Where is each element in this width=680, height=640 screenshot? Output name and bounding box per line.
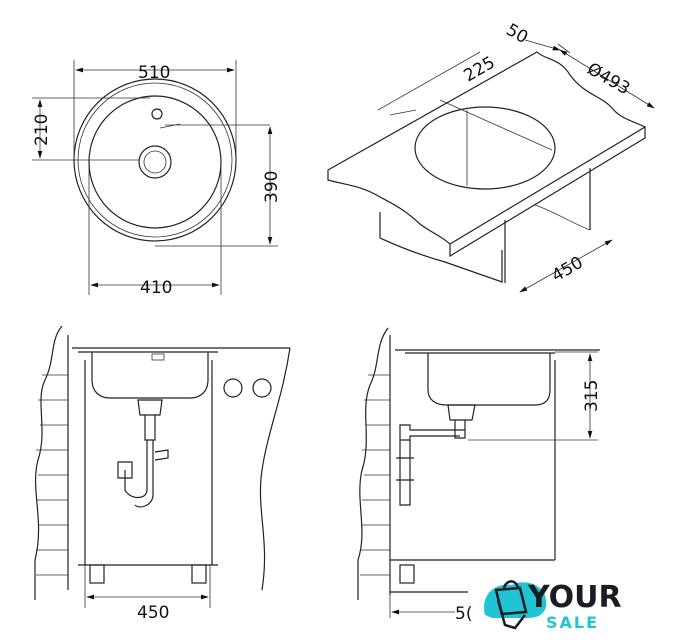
dim-315: 315 xyxy=(582,380,602,412)
drain-outline xyxy=(138,145,172,179)
sink-bowl xyxy=(78,351,218,399)
top-view: 510 410 390 210 xyxy=(32,60,282,298)
logo-sale: SALE xyxy=(546,613,599,632)
yoursale-logo: YOUR SALE xyxy=(484,580,622,632)
dim-50: 50 xyxy=(503,20,532,48)
isometric-view: 225 50 Ø493 450 xyxy=(327,20,655,293)
dim-510: 510 xyxy=(138,63,170,83)
siphon xyxy=(117,399,163,508)
sink-cutout xyxy=(414,106,556,190)
hand-icon xyxy=(496,599,526,630)
side-view: 315 5( xyxy=(357,327,602,624)
dim-50-side: 5( xyxy=(455,604,472,624)
logo-your: YOUR xyxy=(527,580,622,615)
dim-210: 210 xyxy=(32,114,52,146)
tap-hole xyxy=(151,108,163,120)
front-view: 450 xyxy=(34,325,291,623)
dim-410: 410 xyxy=(140,278,172,298)
dim-390: 390 xyxy=(262,171,282,203)
dim-225: 225 xyxy=(461,53,499,87)
dim-450-front: 450 xyxy=(137,603,169,623)
brick-wall xyxy=(34,325,63,600)
